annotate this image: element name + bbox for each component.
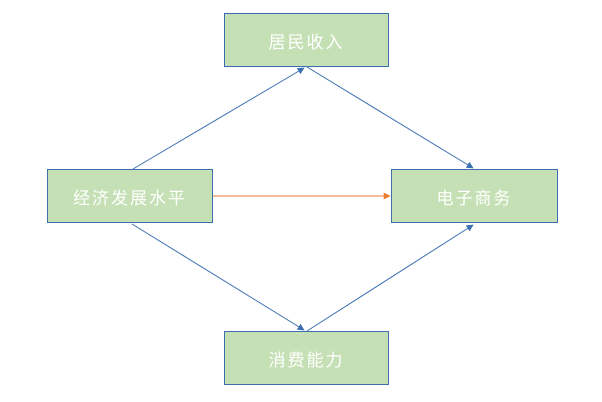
node-resident-income-label: 居民收入 <box>268 32 345 53</box>
node-economic-development-label: 经济发展水平 <box>73 188 187 209</box>
node-ecommerce: 电子商务 <box>391 169 558 223</box>
node-resident-income: 居民收入 <box>224 13 389 67</box>
edge-economy-to-income <box>132 67 305 170</box>
node-ecommerce-label: 电子商务 <box>436 188 513 209</box>
edge-economy-to-consumption <box>131 223 305 331</box>
node-consumption-capacity: 消费能力 <box>224 331 389 385</box>
node-consumption-capacity-label: 消费能力 <box>268 350 345 371</box>
node-economic-development: 经济发展水平 <box>47 169 213 223</box>
edge-income-to-ecommerce <box>306 66 474 169</box>
edge-consumption-to-ecommerce <box>306 224 474 332</box>
